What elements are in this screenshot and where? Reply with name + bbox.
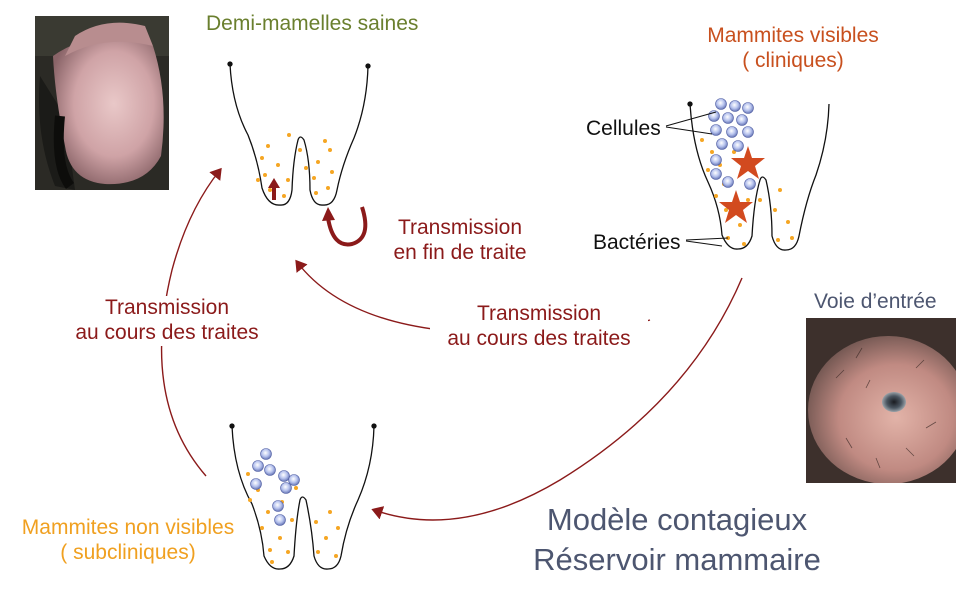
transmission-during-milking-left-label: Transmission au cours des traites xyxy=(58,296,276,346)
teat-entry-photo xyxy=(806,318,956,483)
cells-leader-lines xyxy=(665,111,717,135)
transmission-end-of-milking-label: Transmission en fin de traite xyxy=(370,216,550,266)
subclinical-mastitis-line2: ( subcliniques) xyxy=(60,540,196,564)
subclinical-udder-cells xyxy=(250,448,300,526)
healthy-udder-dots xyxy=(256,133,334,198)
udder-photo xyxy=(35,16,169,190)
healthy-quarters-label: Demi-mamelles saines xyxy=(206,12,419,35)
model-title-line1: Modèle contagieux xyxy=(546,502,808,537)
healthy-udder-outline xyxy=(227,61,371,206)
clinical-udder-outline xyxy=(687,101,830,251)
transmission-left-line2: au cours des traites xyxy=(75,320,259,344)
entry-route-label: Voie d’entrée xyxy=(814,290,937,313)
transmission-end-line1: Transmission xyxy=(397,216,523,239)
subclinical-mastitis-label: Mammites non visibles ( subcliniques) xyxy=(12,516,244,566)
subclinical-udder-dots xyxy=(246,472,340,564)
cells-label: Cellules xyxy=(586,117,661,140)
teat-upward-arrow xyxy=(268,178,280,200)
bacteria-leader-lines xyxy=(685,237,729,247)
transmission-mid-line2: au cours des traites xyxy=(447,326,631,350)
transmission-left-line1: Transmission xyxy=(104,296,230,319)
bacteria-label: Bactéries xyxy=(593,231,681,254)
subclinical-mastitis-line1: Mammites non visibles xyxy=(21,516,235,539)
clinical-mastitis-label: Mammites visibles ( cliniques) xyxy=(698,24,888,74)
clinical-udder-cells xyxy=(708,98,756,190)
transmission-mid-line1: Transmission xyxy=(476,302,602,325)
model-title: Modèle contagieux Réservoir mammaire xyxy=(522,500,832,581)
arrow-subclinical-to-healthy xyxy=(160,167,222,477)
model-title-line2: Réservoir mammaire xyxy=(533,542,821,578)
transmission-end-line2: en fin de traite xyxy=(393,240,527,264)
transmission-during-milking-mid-label: Transmission au cours des traites xyxy=(430,302,648,352)
clinical-mastitis-line2: ( cliniques) xyxy=(742,48,844,72)
clinical-mastitis-line1: Mammites visibles xyxy=(707,24,879,47)
end-of-milking-curl-arrow xyxy=(322,206,368,247)
arrow-clinical-to-subclinical xyxy=(371,277,743,521)
bacteria-star-icons xyxy=(719,146,765,223)
subclinical-udder-outline xyxy=(229,423,377,570)
